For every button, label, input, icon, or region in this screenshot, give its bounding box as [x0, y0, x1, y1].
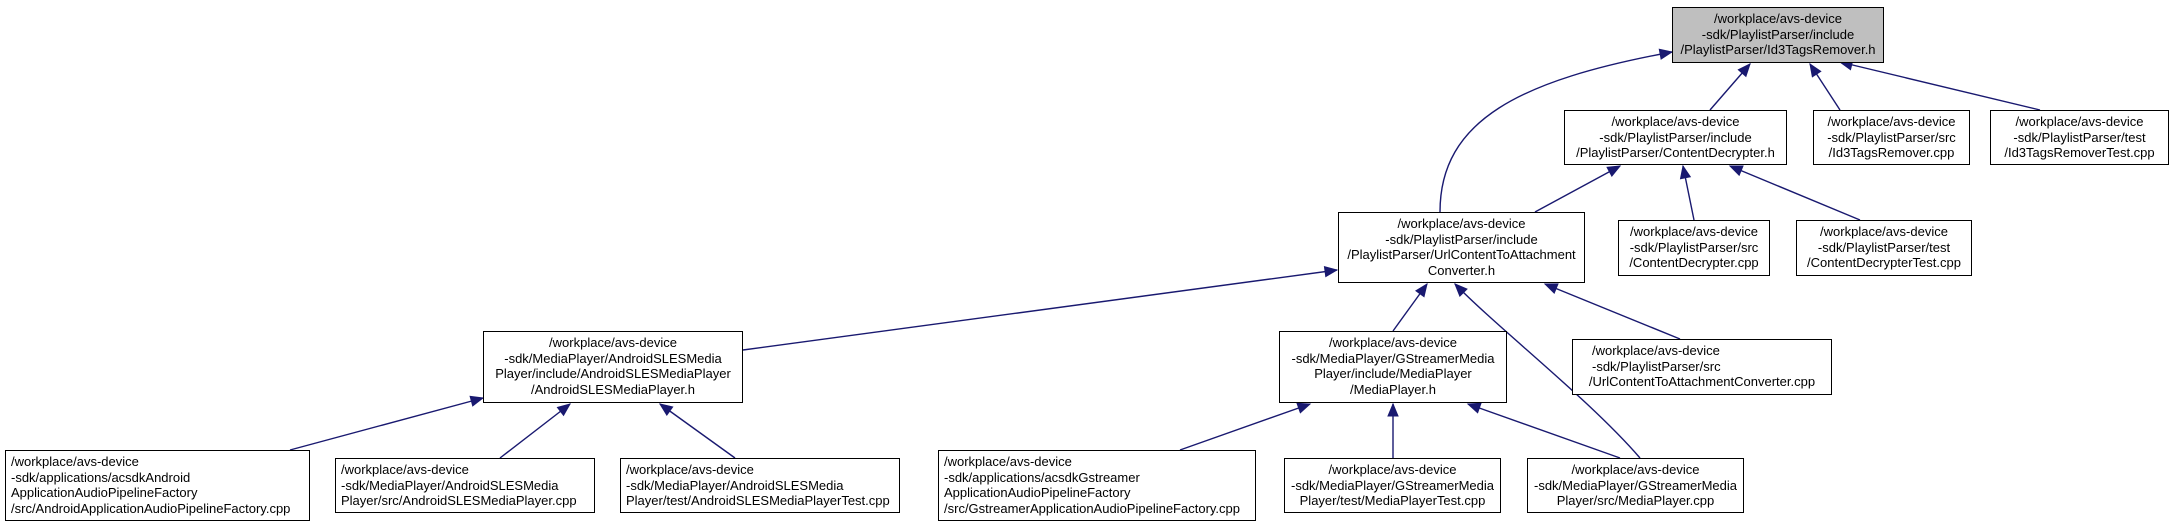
- node-label-line: /workplace/avs-device: [1611, 114, 1740, 129]
- arrowhead-icon: [1543, 283, 1559, 295]
- node-label-line: -sdk/PlaylistParser/include: [1701, 26, 1855, 42]
- arrowhead-icon: [1606, 165, 1622, 178]
- node-label-line: -sdk/PlaylistParser/src: [1629, 239, 1759, 255]
- arrowhead-icon: [1679, 164, 1692, 180]
- node-label-line: /ContentDecrypterTest.cpp: [1807, 255, 1961, 270]
- arrowhead-icon: [1658, 48, 1674, 60]
- node-label-line: /ContentDecrypter.cpp: [1629, 255, 1759, 270]
- node-contentdecrypter-header[interactable]: /workplace/avs-device -sdk/PlaylistParse…: [1564, 110, 1787, 165]
- node-label-line: /workplace/avs-device: [626, 462, 754, 477]
- edge-n3-to-n0: [1839, 61, 2041, 111]
- edge-n6-to-n1: [1729, 165, 1861, 221]
- arrowhead-icon: [1737, 63, 1751, 78]
- edge-n12-to-n7: [659, 403, 736, 459]
- edge-n7-to-n4: [742, 269, 1338, 351]
- arrowhead-icon: [1323, 265, 1339, 278]
- node-id3tagsremover-header[interactable]: /workplace/avs-device -sdk/PlaylistParse…: [1672, 7, 1884, 63]
- node-label-line: ApplicationAudioPipelineFactory: [11, 485, 198, 500]
- node-mediaplayer-cpp[interactable]: /workplace/avs-device -sdk/MediaPlayer/G…: [1527, 458, 1744, 513]
- node-label-line: Player/src/AndroidSLESMediaPlayer.cpp: [341, 493, 577, 508]
- node-label-line: -sdk/PlaylistParser/test: [1817, 239, 1951, 255]
- node-label-line: -sdk/PlaylistParser/src: [1592, 358, 1721, 374]
- node-androidslesmediaplayer-cpp[interactable]: /workplace/avs-device -sdk/MediaPlayer/A…: [335, 458, 595, 513]
- node-label-line: /workplace/avs-device: [11, 454, 139, 469]
- node-label-line: /workplace/avs-device: [1592, 343, 1720, 358]
- edge-n10-to-n7: [289, 397, 484, 451]
- node-label-line: /PlaylistParser/UrlContentToAttachment: [1347, 247, 1576, 262]
- arrowhead-icon: [1415, 282, 1428, 298]
- edge-n15-to-n8: [1467, 403, 1621, 459]
- node-label-line: /workplace/avs-device: [1827, 114, 1956, 129]
- node-label-line: /workplace/avs-device: [944, 454, 1072, 469]
- arrowhead-icon: [556, 403, 572, 417]
- node-label-line: /workplace/avs-device: [341, 462, 469, 477]
- node-gstreamerapplicationaudiopipelinefactory-cpp[interactable]: /workplace/avs-device -sdk/applications/…: [938, 450, 1256, 521]
- arrowhead-icon: [1809, 62, 1822, 78]
- node-label-line: -sdk/MediaPlayer/GStreamerMedia: [1290, 477, 1495, 493]
- node-label-line: /Id3TagsRemoverTest.cpp: [2004, 145, 2155, 160]
- edge-n15-to-n4: [1454, 283, 1641, 459]
- node-label-line: /src/AndroidApplicationAudioPipelineFact…: [11, 500, 291, 516]
- node-label-line: /workplace/avs-device: [1630, 224, 1758, 239]
- node-label-line: -sdk/MediaPlayer/GStreamerMedia: [1533, 477, 1738, 493]
- node-label-line: -sdk/MediaPlayer/AndroidSLESMedia: [504, 350, 722, 366]
- arrowhead-icon: [1466, 402, 1482, 414]
- node-gstreamer-mediaplayer-header[interactable]: /workplace/avs-device -sdk/MediaPlayer/G…: [1279, 331, 1507, 403]
- edge-n4-to-n1: [1534, 165, 1621, 213]
- edge-n9-to-n4: [1544, 283, 1681, 340]
- node-label-line: /workplace/avs-device: [1714, 11, 1842, 26]
- arrowhead-icon: [658, 403, 674, 416]
- node-label-line: -sdk/MediaPlayer/AndroidSLESMedia: [626, 477, 844, 493]
- node-label-line: /workplace/avs-device: [1820, 224, 1948, 239]
- edge-n13-to-n8: [1179, 403, 1311, 451]
- edge-n4-to-n0: [1439, 51, 1673, 213]
- arrowhead-icon: [1387, 402, 1399, 417]
- node-label-line: /src/GstreamerApplicationAudioPipelineFa…: [944, 500, 1241, 516]
- node-label-line: /workplace/avs-device: [1397, 216, 1526, 231]
- node-label-line: Player/src/MediaPlayer.cpp: [1556, 493, 1715, 508]
- node-label-line: /PlaylistParser/ContentDecrypter.h: [1576, 145, 1775, 160]
- node-label-line: -sdk/applications/acsdkAndroid: [11, 469, 191, 485]
- node-androidapplicationaudiopipelinefactory-cpp[interactable]: /workplace/avs-device -sdk/applications/…: [5, 450, 310, 521]
- arrowhead-icon: [1728, 165, 1744, 177]
- node-id3tagsremovertest-cpp[interactable]: /workplace/avs-device -sdk/PlaylistParse…: [1990, 110, 2169, 165]
- node-androidslesmediaplayertest-cpp[interactable]: /workplace/avs-device -sdk/MediaPlayer/A…: [620, 458, 900, 513]
- node-label-line: /Id3TagsRemover.cpp: [1828, 145, 1955, 160]
- node-androidslesmediaplayer-header[interactable]: /workplace/avs-device -sdk/MediaPlayer/A…: [483, 331, 743, 403]
- arrowhead-icon: [1454, 283, 1468, 297]
- node-label-line: -sdk/MediaPlayer/AndroidSLESMedia: [341, 477, 559, 493]
- node-label-line: Player/include/AndroidSLESMediaPlayer: [495, 366, 731, 381]
- node-label-line: Player/include/MediaPlayer: [1314, 366, 1472, 381]
- node-label-line: ApplicationAudioPipelineFactory: [944, 485, 1131, 500]
- node-label-line: -sdk/PlaylistParser/test: [2013, 129, 2146, 145]
- node-urlcontenttoattachmentconverter-cpp[interactable]: /workplace/avs-device -sdk/PlaylistParse…: [1572, 339, 1832, 395]
- node-label-line: -sdk/PlaylistParser/src: [1827, 129, 1956, 145]
- node-label-line: /workplace/avs-device: [2015, 114, 2144, 129]
- node-label-line: Player/test/AndroidSLESMediaPlayerTest.c…: [626, 493, 890, 508]
- node-label-line: /workplace/avs-device: [1571, 462, 1700, 477]
- node-contentdecrypter-cpp[interactable]: /workplace/avs-device -sdk/PlaylistParse…: [1618, 220, 1770, 276]
- arrowhead-icon: [1296, 402, 1312, 414]
- node-label-line: /PlaylistParser/Id3TagsRemover.h: [1680, 42, 1876, 57]
- node-label-line: -sdk/PlaylistParser/include: [1599, 129, 1752, 145]
- node-label-line: /AndroidSLESMediaPlayer.h: [530, 381, 696, 397]
- arrowhead-icon: [469, 395, 485, 407]
- node-id3tagsremover-cpp[interactable]: /workplace/avs-device -sdk/PlaylistParse…: [1813, 110, 1970, 165]
- node-label-line: -sdk/applications/acsdkGstreamer: [944, 469, 1140, 485]
- node-contentdecryptertest-cpp[interactable]: /workplace/avs-device -sdk/PlaylistParse…: [1796, 220, 1972, 276]
- node-label-line: Converter.h: [1427, 262, 1496, 278]
- node-urlcontenttoattachmentconverter-header[interactable]: /workplace/avs-device -sdk/PlaylistParse…: [1338, 212, 1585, 283]
- edge-n11-to-n7: [499, 403, 571, 459]
- node-label-line: -sdk/PlaylistParser/include: [1385, 231, 1538, 247]
- node-label-line: /workplace/avs-device: [1329, 335, 1457, 350]
- node-label-line: /UrlContentToAttachmentConverter.cpp: [1588, 374, 1816, 389]
- node-label-line: -sdk/MediaPlayer/GStreamerMedia: [1291, 350, 1495, 366]
- node-label-line: /workplace/avs-device: [549, 335, 677, 350]
- node-label-line: /MediaPlayer.h: [1350, 381, 1436, 397]
- node-label-line: /workplace/avs-device: [1328, 462, 1457, 477]
- node-mediaplayertest-cpp[interactable]: /workplace/avs-device -sdk/MediaPlayer/G…: [1284, 458, 1501, 513]
- node-label-line: Player/test/MediaPlayerTest.cpp: [1299, 493, 1486, 508]
